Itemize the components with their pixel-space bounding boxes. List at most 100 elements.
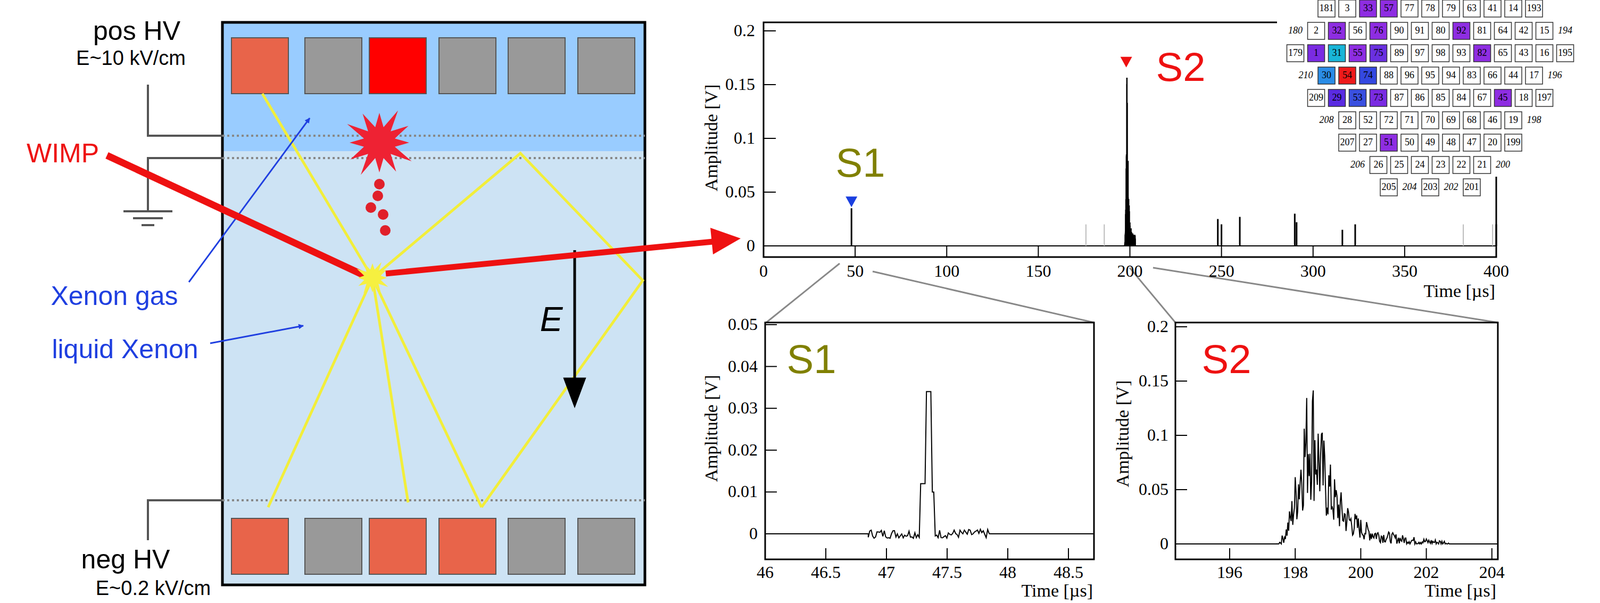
- pmt-box: [1494, 22, 1512, 40]
- pmt-number: 46: [1487, 114, 1498, 126]
- pmt-box: [1494, 89, 1512, 107]
- pmt-box: [1442, 111, 1460, 129]
- pmt-number: 206: [1350, 159, 1365, 171]
- pmt-box: [1328, 44, 1346, 62]
- pmt-number: 200: [1495, 159, 1511, 171]
- pmt-box: [1380, 111, 1398, 129]
- pmt-number: 92: [1456, 25, 1467, 37]
- pmt-number: 75: [1373, 47, 1384, 59]
- field-arrow: [565, 250, 585, 405]
- mark: [1221, 245, 1223, 258]
- pmt-number: 93: [1456, 47, 1467, 59]
- pmt-number: 51: [1383, 137, 1394, 148]
- pmt-number: 18: [1519, 92, 1529, 104]
- pmt-ground: [1303, 86, 1558, 110]
- tick-label: 46.5: [810, 562, 841, 582]
- mark: [1462, 224, 1464, 246]
- interaction-flash: [357, 262, 389, 294]
- pmt-box: [1484, 0, 1502, 18]
- mark: [765, 407, 777, 409]
- pmt-number: 90: [1394, 25, 1405, 37]
- mark: [1495, 245, 1497, 258]
- pmt-number: 17: [1529, 70, 1539, 81]
- pmt-number: 86: [1415, 92, 1425, 104]
- tick-label: 0: [746, 236, 756, 255]
- mark: [763, 30, 776, 32]
- pmt-number: 53: [1353, 92, 1363, 104]
- pmt-box: [1370, 156, 1388, 174]
- pmt-box: [1390, 156, 1408, 174]
- pmt-box: [1463, 178, 1481, 196]
- pmt-number: 196: [1547, 70, 1563, 81]
- mark: [946, 245, 948, 258]
- pmt-box: [1504, 0, 1522, 18]
- pmt-box: [1317, 0, 1336, 18]
- cathode-grid: [222, 499, 645, 502]
- mark: [1037, 245, 1039, 258]
- liquid-xenon: [222, 22, 645, 585]
- pmt-number: 22: [1456, 159, 1467, 171]
- pmt-box: [1504, 134, 1522, 152]
- hv-label: pos HV: [93, 16, 181, 46]
- pmt-box: [1328, 22, 1346, 40]
- tick-label: 47.5: [932, 562, 963, 582]
- mark: [1312, 245, 1314, 258]
- pmt-box: [1453, 44, 1471, 62]
- pmt-number: 54: [1342, 70, 1353, 81]
- tick-label: 0.2: [1147, 317, 1169, 336]
- pmt-ground: [1334, 130, 1527, 155]
- pmt-box: [1380, 178, 1398, 196]
- pmt-number: 203: [1423, 181, 1438, 193]
- pmt-box: [1515, 89, 1533, 107]
- tick-label: 0: [1159, 534, 1169, 553]
- mark: [765, 449, 777, 451]
- pmt-box: [1536, 44, 1554, 62]
- pmt-number: 195: [1557, 47, 1573, 59]
- pmt-number: 27: [1363, 137, 1373, 148]
- region-label: liquid Xenon: [51, 334, 198, 364]
- pointers: [188, 118, 310, 344]
- mark: [885, 548, 887, 560]
- pmt-number: 194: [1557, 25, 1573, 37]
- tick-label: 250: [1208, 261, 1235, 281]
- pmt-number: 82: [1477, 47, 1488, 59]
- pmt-number: 66: [1487, 70, 1498, 81]
- top-pmts: [231, 37, 635, 94]
- pmt-box: [1432, 89, 1450, 107]
- pmt-number: 19: [1508, 114, 1519, 126]
- mark: [1491, 224, 1494, 246]
- axis-title: Amplitude [V]: [1112, 379, 1133, 487]
- pmt-number: 85: [1436, 92, 1446, 104]
- plot-data: [346, 0, 1578, 560]
- pmt-number: 1: [1313, 47, 1319, 59]
- pmt-number: 26: [1373, 159, 1384, 171]
- axis-title: Amplitude [V]: [701, 374, 721, 482]
- pmt-box: [1463, 67, 1481, 85]
- pmt-box: [1400, 134, 1419, 152]
- s1-marker: [845, 196, 858, 207]
- pmt-ground: [1345, 153, 1516, 177]
- pmt-number: 201: [1464, 181, 1480, 193]
- pmt-number: 20: [1487, 137, 1498, 148]
- pmt-number: 87: [1394, 92, 1405, 104]
- pmt-box: [1411, 156, 1429, 174]
- pmt-number: 68: [1466, 114, 1477, 126]
- pmt-box: [1390, 22, 1408, 40]
- mark: [763, 137, 776, 139]
- pmt-box: [1442, 0, 1460, 18]
- tick-label: 0.1: [733, 128, 756, 148]
- pmt-number: 83: [1466, 70, 1477, 81]
- pmt-number: 42: [1519, 25, 1529, 37]
- pmt-number: 205: [1381, 181, 1397, 193]
- tick-label: 150: [1025, 261, 1051, 281]
- tpc: [106, 22, 741, 585]
- pmt-box: [1421, 0, 1439, 18]
- tick-label: 202: [1413, 562, 1440, 582]
- pmt-box: [1536, 89, 1554, 107]
- pmt-box: [1432, 44, 1450, 62]
- tick-label: 198: [1282, 562, 1308, 582]
- mark: [1229, 548, 1231, 560]
- pmt-ground: [1282, 41, 1579, 65]
- pmt-box: [1473, 89, 1491, 107]
